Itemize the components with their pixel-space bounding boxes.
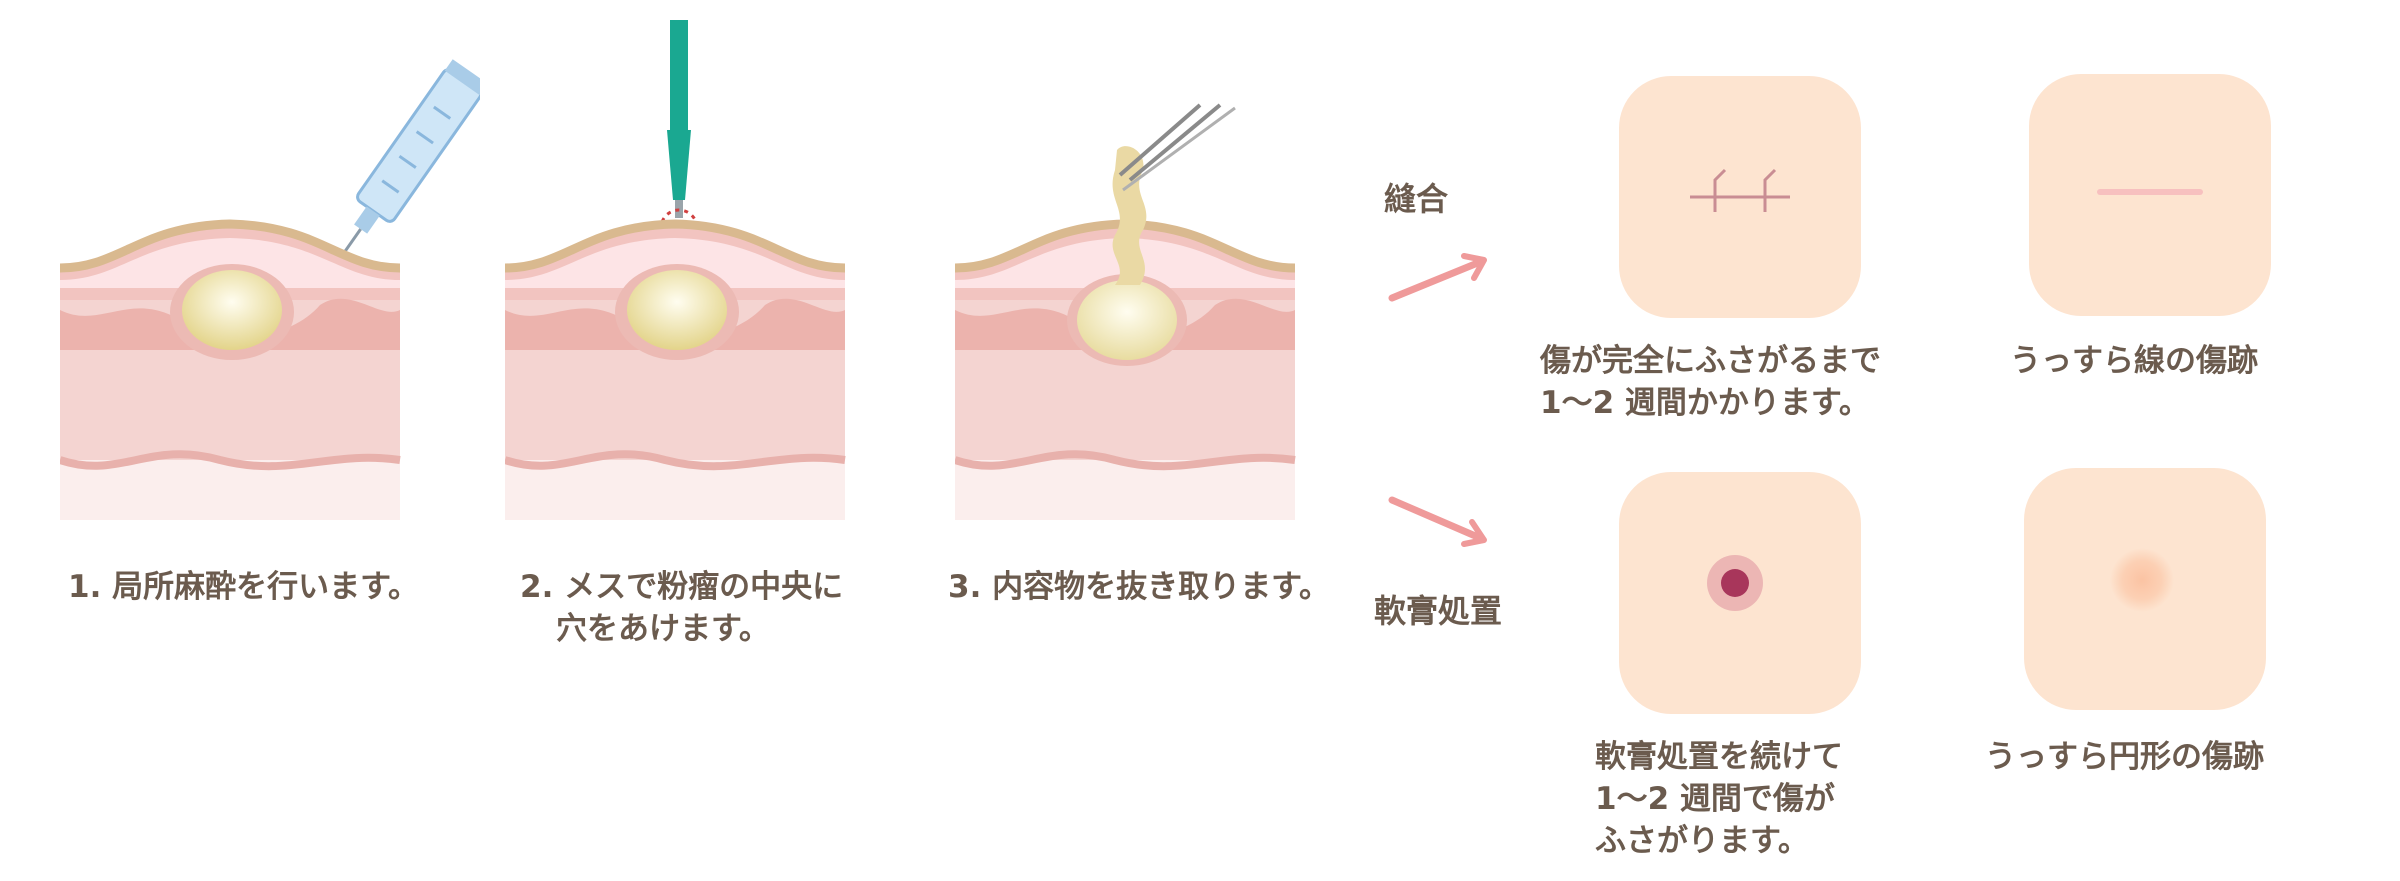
- skin-tissue: [505, 219, 846, 520]
- suture-healing-tile: [1619, 76, 1861, 318]
- skin-tissue: [955, 219, 1296, 520]
- step1-label: 1. 局所麻酔を行います。: [68, 569, 420, 605]
- ointment-healing-tile: [1619, 472, 1861, 714]
- step3-label: 3. 内容物を抜き取ります。: [948, 569, 1331, 605]
- suture-scar-tile: [2029, 74, 2271, 316]
- stitch-icon: [1690, 168, 1790, 212]
- step2-illustration: [505, 20, 925, 520]
- suture-scar-text: うっすら線の傷跡: [2010, 343, 2258, 379]
- branch-arrows: [1388, 253, 1487, 547]
- suture-branch-label: 縫合: [1384, 180, 1449, 218]
- tweezers-icon: [1118, 103, 1236, 192]
- ointment-scar-text: うっすら円形の傷跡: [1985, 739, 2264, 775]
- suture-healing-text: 傷が完全にふさがるまで 1〜2 週間かかります。: [1540, 343, 1881, 421]
- step3-illustration: [955, 20, 1375, 520]
- arrow-down-right-icon: [1388, 496, 1487, 547]
- ointment-healing-text: 軟膏処置を続けて 1〜2 週間で傷が ふさがります。: [1595, 739, 1843, 859]
- syringe-icon: [314, 59, 480, 294]
- step1-illustration: [60, 20, 480, 520]
- arrow-up-right-icon: [1388, 253, 1487, 302]
- wound-icon: [1707, 555, 1763, 611]
- ointment-branch-label: 軟膏処置: [1374, 592, 1503, 630]
- scalpel-icon: [659, 20, 699, 248]
- step2-label: 2. メスで粉瘤の中央に 穴をあけます。: [520, 569, 844, 647]
- skin-tissue: [60, 219, 401, 520]
- round-scar-mark: [2110, 548, 2174, 612]
- ointment-scar-tile: [2024, 468, 2266, 710]
